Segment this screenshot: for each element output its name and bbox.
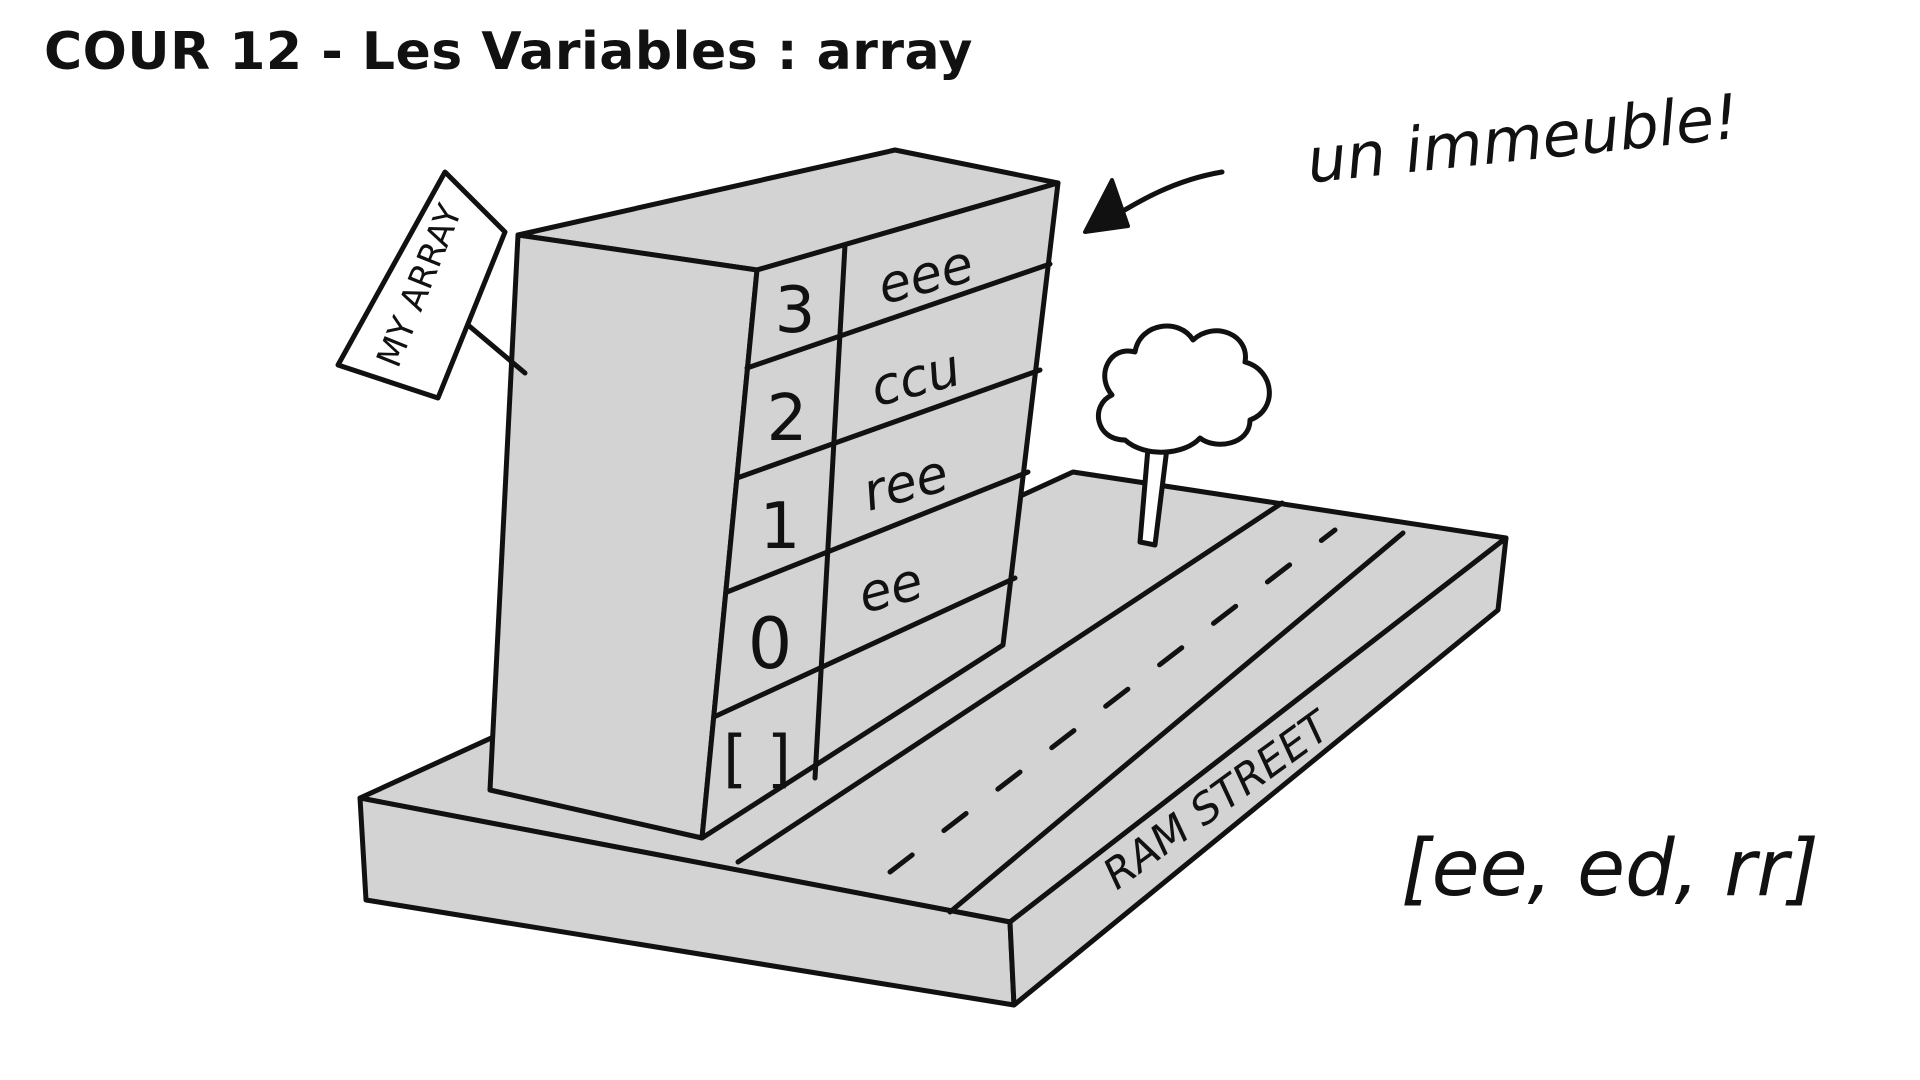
building-front-face: [699, 180, 1061, 841]
road-edge-left: [735, 500, 1285, 865]
page-title: COUR 12 - Les Variables : array: [44, 22, 973, 82]
floor-index-2: 2: [767, 382, 808, 456]
floor-divider-2: [734, 367, 1043, 481]
tree-canopy: [1095, 323, 1272, 455]
road-edge-right: [947, 530, 1406, 915]
sign-board: [335, 169, 508, 401]
building: 3 2 1 0 [ ] eee ccu ree ee: [487, 147, 1061, 841]
tree: [1095, 323, 1272, 548]
arrow-head: [1083, 178, 1130, 234]
callout-arrow: [1083, 169, 1225, 234]
array-literal: [ee, ed, rr]: [1401, 824, 1819, 914]
slab-side: [1007, 535, 1509, 1008]
sign-pole: [465, 322, 528, 376]
floor-index-0: 0: [748, 603, 793, 685]
floor-index-empty: [ ]: [723, 722, 791, 795]
floor-divider-4: [713, 575, 1018, 719]
floor-divider-1: [744, 261, 1053, 371]
floor-index-3: 3: [775, 274, 816, 348]
array-sign: MY ARRAY: [335, 169, 528, 401]
callout-text: un immeuble!: [1303, 80, 1742, 198]
floor-divider-3: [724, 469, 1031, 595]
road-center-dashes: [887, 527, 1338, 875]
floor-index-1: 1: [760, 490, 801, 564]
